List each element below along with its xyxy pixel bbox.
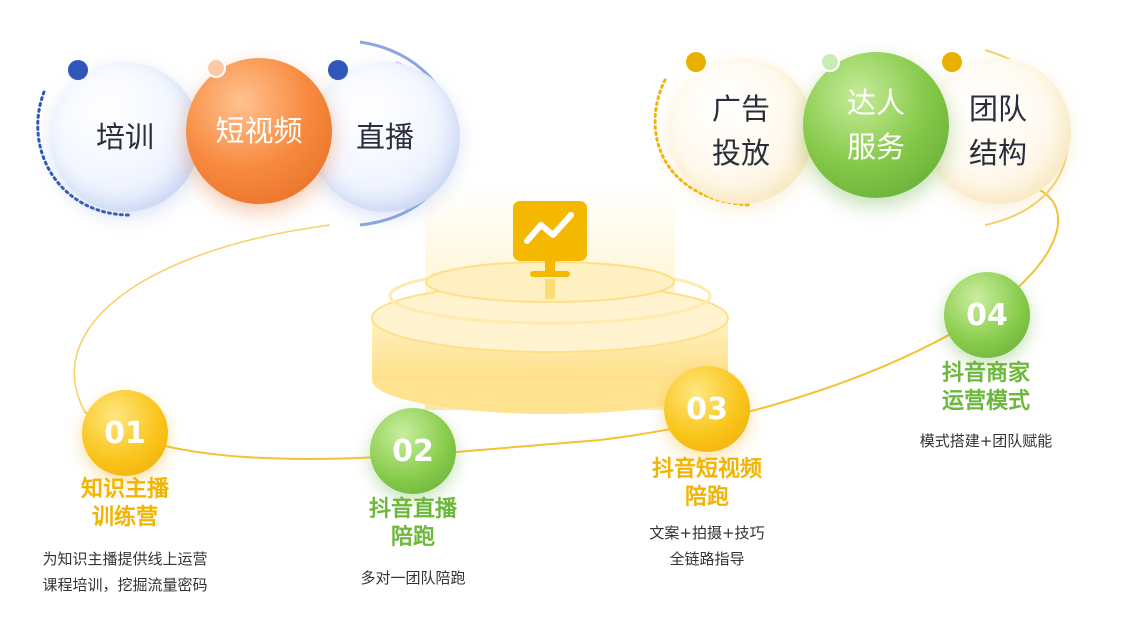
step-03-desc: 文案+拍摄+技巧 全链路指导 xyxy=(607,520,807,572)
step-02-number: 02 xyxy=(370,408,456,494)
orbit-path xyxy=(73,224,331,413)
blue-dot-left xyxy=(68,60,88,80)
step-04-desc-line1: 模式搭建+团队赋能 xyxy=(919,432,1053,450)
step-01-number: 01 xyxy=(82,390,168,476)
step-01-title-line1: 知识主播 xyxy=(80,477,169,502)
yellow-dot-right xyxy=(942,52,962,72)
step-02-title-line1: 抖音直播 xyxy=(368,497,457,522)
step-01-desc: 为知识主播提供线上运营 课程培训，挖掘流量密码 xyxy=(10,546,240,598)
step-02-desc-line1: 多对一团队陪跑 xyxy=(360,569,466,587)
bubble-short-video-label: 短视频 xyxy=(215,114,303,148)
bubble-advertising-line1: 广告 xyxy=(711,92,770,126)
bubble-influencer-text: 达人 服务 xyxy=(847,81,905,169)
bubble-team-line1: 团队 xyxy=(968,92,1027,126)
step-04-desc: 模式搭建+团队赋能 xyxy=(876,428,1096,454)
bubble-team-line2: 结构 xyxy=(968,136,1027,170)
peach-dot xyxy=(206,58,226,78)
bubble-live: 直播 xyxy=(310,62,460,212)
bubble-influencer-line1: 达人 xyxy=(846,86,905,120)
step-04-title-line2: 运营模式 xyxy=(941,389,1030,414)
chart-monitor-icon xyxy=(513,201,587,299)
step-01-title: 知识主播 训练营 xyxy=(40,476,210,532)
step-04-title-line1: 抖音商家 xyxy=(941,361,1030,386)
bubble-influencer-line2: 服务 xyxy=(846,130,905,164)
step-03-desc-line1: 文案+拍摄+技巧 xyxy=(649,524,765,542)
orbit-path-bottom xyxy=(84,189,1060,460)
bubble-influencer: 达人 服务 xyxy=(803,52,949,198)
step-03-number: 03 xyxy=(664,366,750,452)
yellow-dot-left xyxy=(686,52,706,72)
step-03-title-line1: 抖音短视频 xyxy=(651,457,762,482)
bubble-team: 团队 结构 xyxy=(925,58,1071,204)
step-02-title: 抖音直播 陪跑 xyxy=(328,496,498,552)
left-dotted-arc xyxy=(36,90,132,217)
blue-dot-right xyxy=(328,60,348,80)
step-03-title: 抖音短视频 陪跑 xyxy=(612,456,802,512)
right-dotted-arc xyxy=(653,78,752,207)
bubble-short-video: 短视频 xyxy=(186,58,332,204)
bubble-advertising-line2: 投放 xyxy=(711,136,770,170)
bubble-training: 培训 xyxy=(50,62,200,212)
step-02-desc: 多对一团队陪跑 xyxy=(313,565,513,591)
step-01-desc-line2: 课程培训，挖掘流量密码 xyxy=(42,576,208,594)
bubble-training-label: 培训 xyxy=(95,120,154,154)
step-02-title-line2: 陪跑 xyxy=(390,525,435,550)
step-04-title: 抖音商家 运营模式 xyxy=(896,360,1076,416)
bubble-advertising-text: 广告 投放 xyxy=(712,87,770,175)
bubble-team-text: 团队 结构 xyxy=(969,87,1027,175)
step-01-desc-line1: 为知识主播提供线上运营 xyxy=(42,550,208,568)
step-01-title-line2: 训练营 xyxy=(91,505,158,530)
step-04-number: 04 xyxy=(944,272,1030,358)
step-03-title-line2: 陪跑 xyxy=(684,485,729,510)
bubble-advertising: 广告 投放 xyxy=(668,58,814,204)
bubble-live-label: 直播 xyxy=(355,120,414,154)
mint-dot xyxy=(820,52,840,72)
step-03-desc-line2: 全链路指导 xyxy=(669,550,745,568)
